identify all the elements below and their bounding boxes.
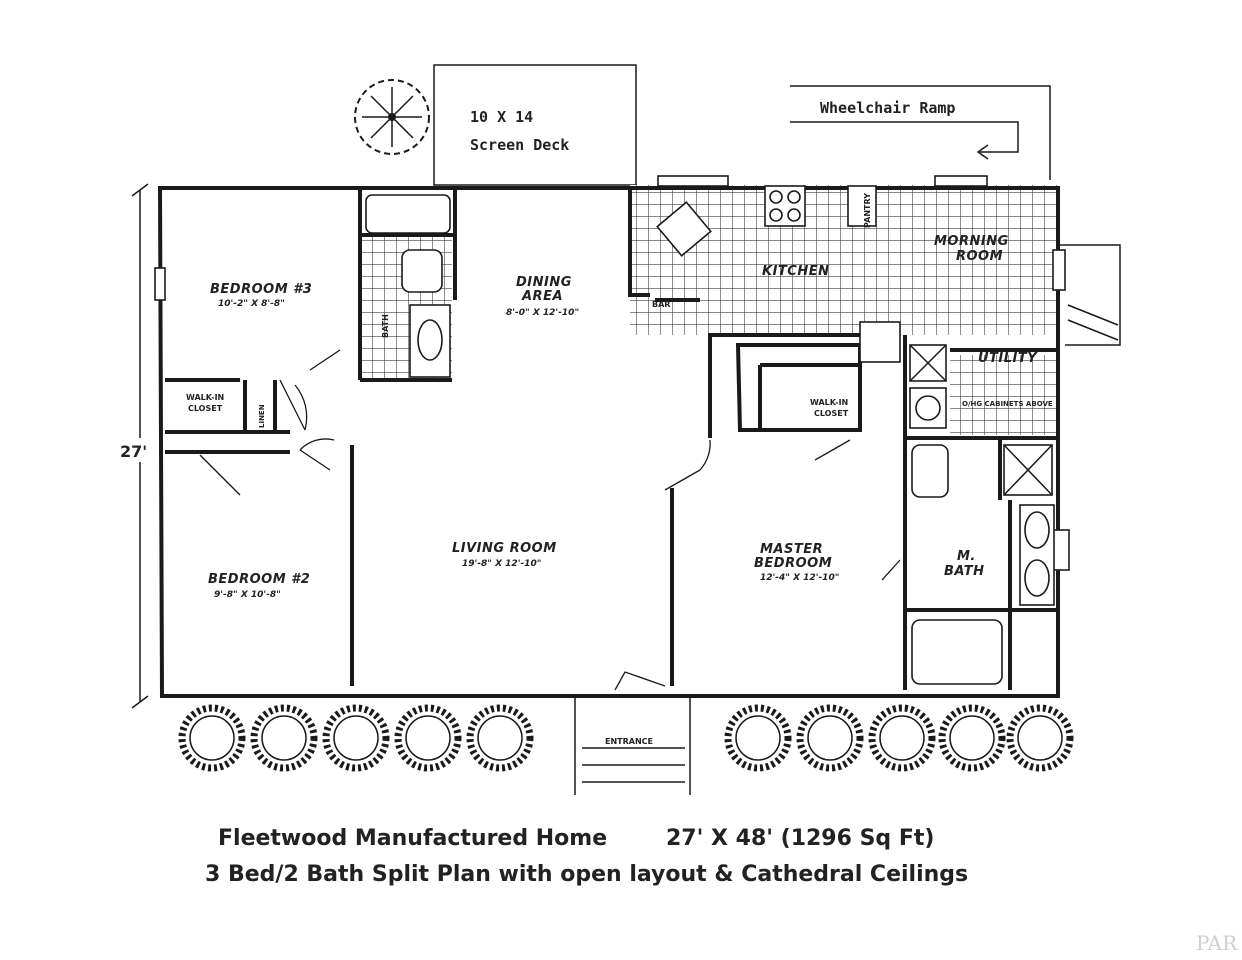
caption-title: Fleetwood Manufactured Home	[218, 826, 607, 851]
refrigerator-icon	[859, 321, 901, 363]
shrub-icon	[872, 708, 932, 768]
deck-name: Screen Deck	[470, 136, 569, 154]
ramp-label: Wheelchair Ramp	[820, 99, 955, 117]
master-closet-name-1: WALK-IN	[810, 398, 848, 407]
utility-name: UTILITY	[978, 351, 1038, 366]
shrub-icon	[398, 708, 458, 768]
dining-name-1: DINING	[516, 275, 572, 290]
side-steps	[1058, 244, 1121, 346]
bar-label: BAR	[652, 300, 670, 309]
shrub-icon	[470, 708, 530, 768]
bedroom2-size: 9'-8" X 10'-8"	[214, 590, 281, 600]
closet-name-2: CLOSET	[188, 404, 223, 413]
sink-icon	[656, 201, 712, 257]
wheelchair-ramp: Wheelchair Ramp	[790, 85, 1051, 180]
kitchen-name: KITCHEN	[762, 264, 829, 279]
toilet-icon	[401, 249, 443, 293]
deck-size: 10 X 14	[470, 108, 533, 126]
pantry-label: PANTRY	[863, 193, 872, 228]
shrub-icon	[1010, 708, 1070, 768]
closet-name-1: WALK-IN	[186, 393, 224, 402]
shrub-icon	[800, 708, 860, 768]
shrub-icon	[326, 708, 386, 768]
shrub-icon	[182, 708, 242, 768]
master-toilet-icon	[911, 444, 949, 498]
caption-description: 3 Bed/2 Bath Split Plan with open layout…	[205, 862, 968, 887]
morning-name-2: ROOM	[956, 249, 1003, 264]
watermark: PAR	[1196, 931, 1238, 955]
caption-dimensions: 27' X 48' (1296 Sq Ft)	[666, 826, 934, 851]
shrub-icon	[254, 708, 314, 768]
bedroom3-name: BEDROOM #3	[210, 282, 312, 297]
morning-name-1: MORNING	[934, 234, 1009, 249]
caption: Fleetwood Manufactured Home 27' X 48' (1…	[205, 826, 968, 887]
screen-deck: 10 X 14 Screen Deck	[433, 64, 637, 186]
dining-name-2: AREA	[521, 289, 563, 304]
master-size: 12'-4" X 12'-10"	[760, 573, 839, 583]
bedroom3-size: 10'-2" X 8'-8"	[218, 299, 285, 309]
shrub-icon	[942, 708, 1002, 768]
bath-name: BATH	[381, 314, 390, 338]
room-labels: BEDROOM #3 10'-2" X 8'-8" BATH DINING AR…	[186, 193, 1053, 600]
depth-dimension: 27'	[118, 183, 158, 709]
living-name: LIVING ROOM	[452, 541, 557, 556]
bedroom2-name: BEDROOM #2	[208, 572, 310, 587]
mbath-name-1: M.	[957, 549, 976, 564]
bathtub-icon	[365, 194, 451, 234]
living-size: 19'-8" X 12'-10"	[462, 559, 541, 569]
tree-icon	[354, 79, 430, 155]
master-name-1: MASTER	[760, 542, 823, 557]
utility-note: O/HG CABINETS ABOVE	[962, 400, 1053, 408]
range-icon	[764, 185, 806, 227]
master-name-2: BEDROOM	[754, 556, 832, 571]
shrub-icon	[728, 708, 788, 768]
dining-size: 8'-0" X 12'-10"	[506, 308, 579, 318]
linen-label: LINEN	[258, 404, 266, 428]
entrance-steps: ENTRANCE	[574, 696, 691, 795]
mbath-name-2: BATH	[944, 564, 984, 579]
entrance-label: ENTRANCE	[605, 737, 653, 746]
pantry	[847, 185, 877, 227]
depth-label: 27'	[120, 442, 147, 461]
master-closet-name-2: CLOSET	[814, 409, 849, 418]
master-tub-icon	[911, 619, 1003, 685]
